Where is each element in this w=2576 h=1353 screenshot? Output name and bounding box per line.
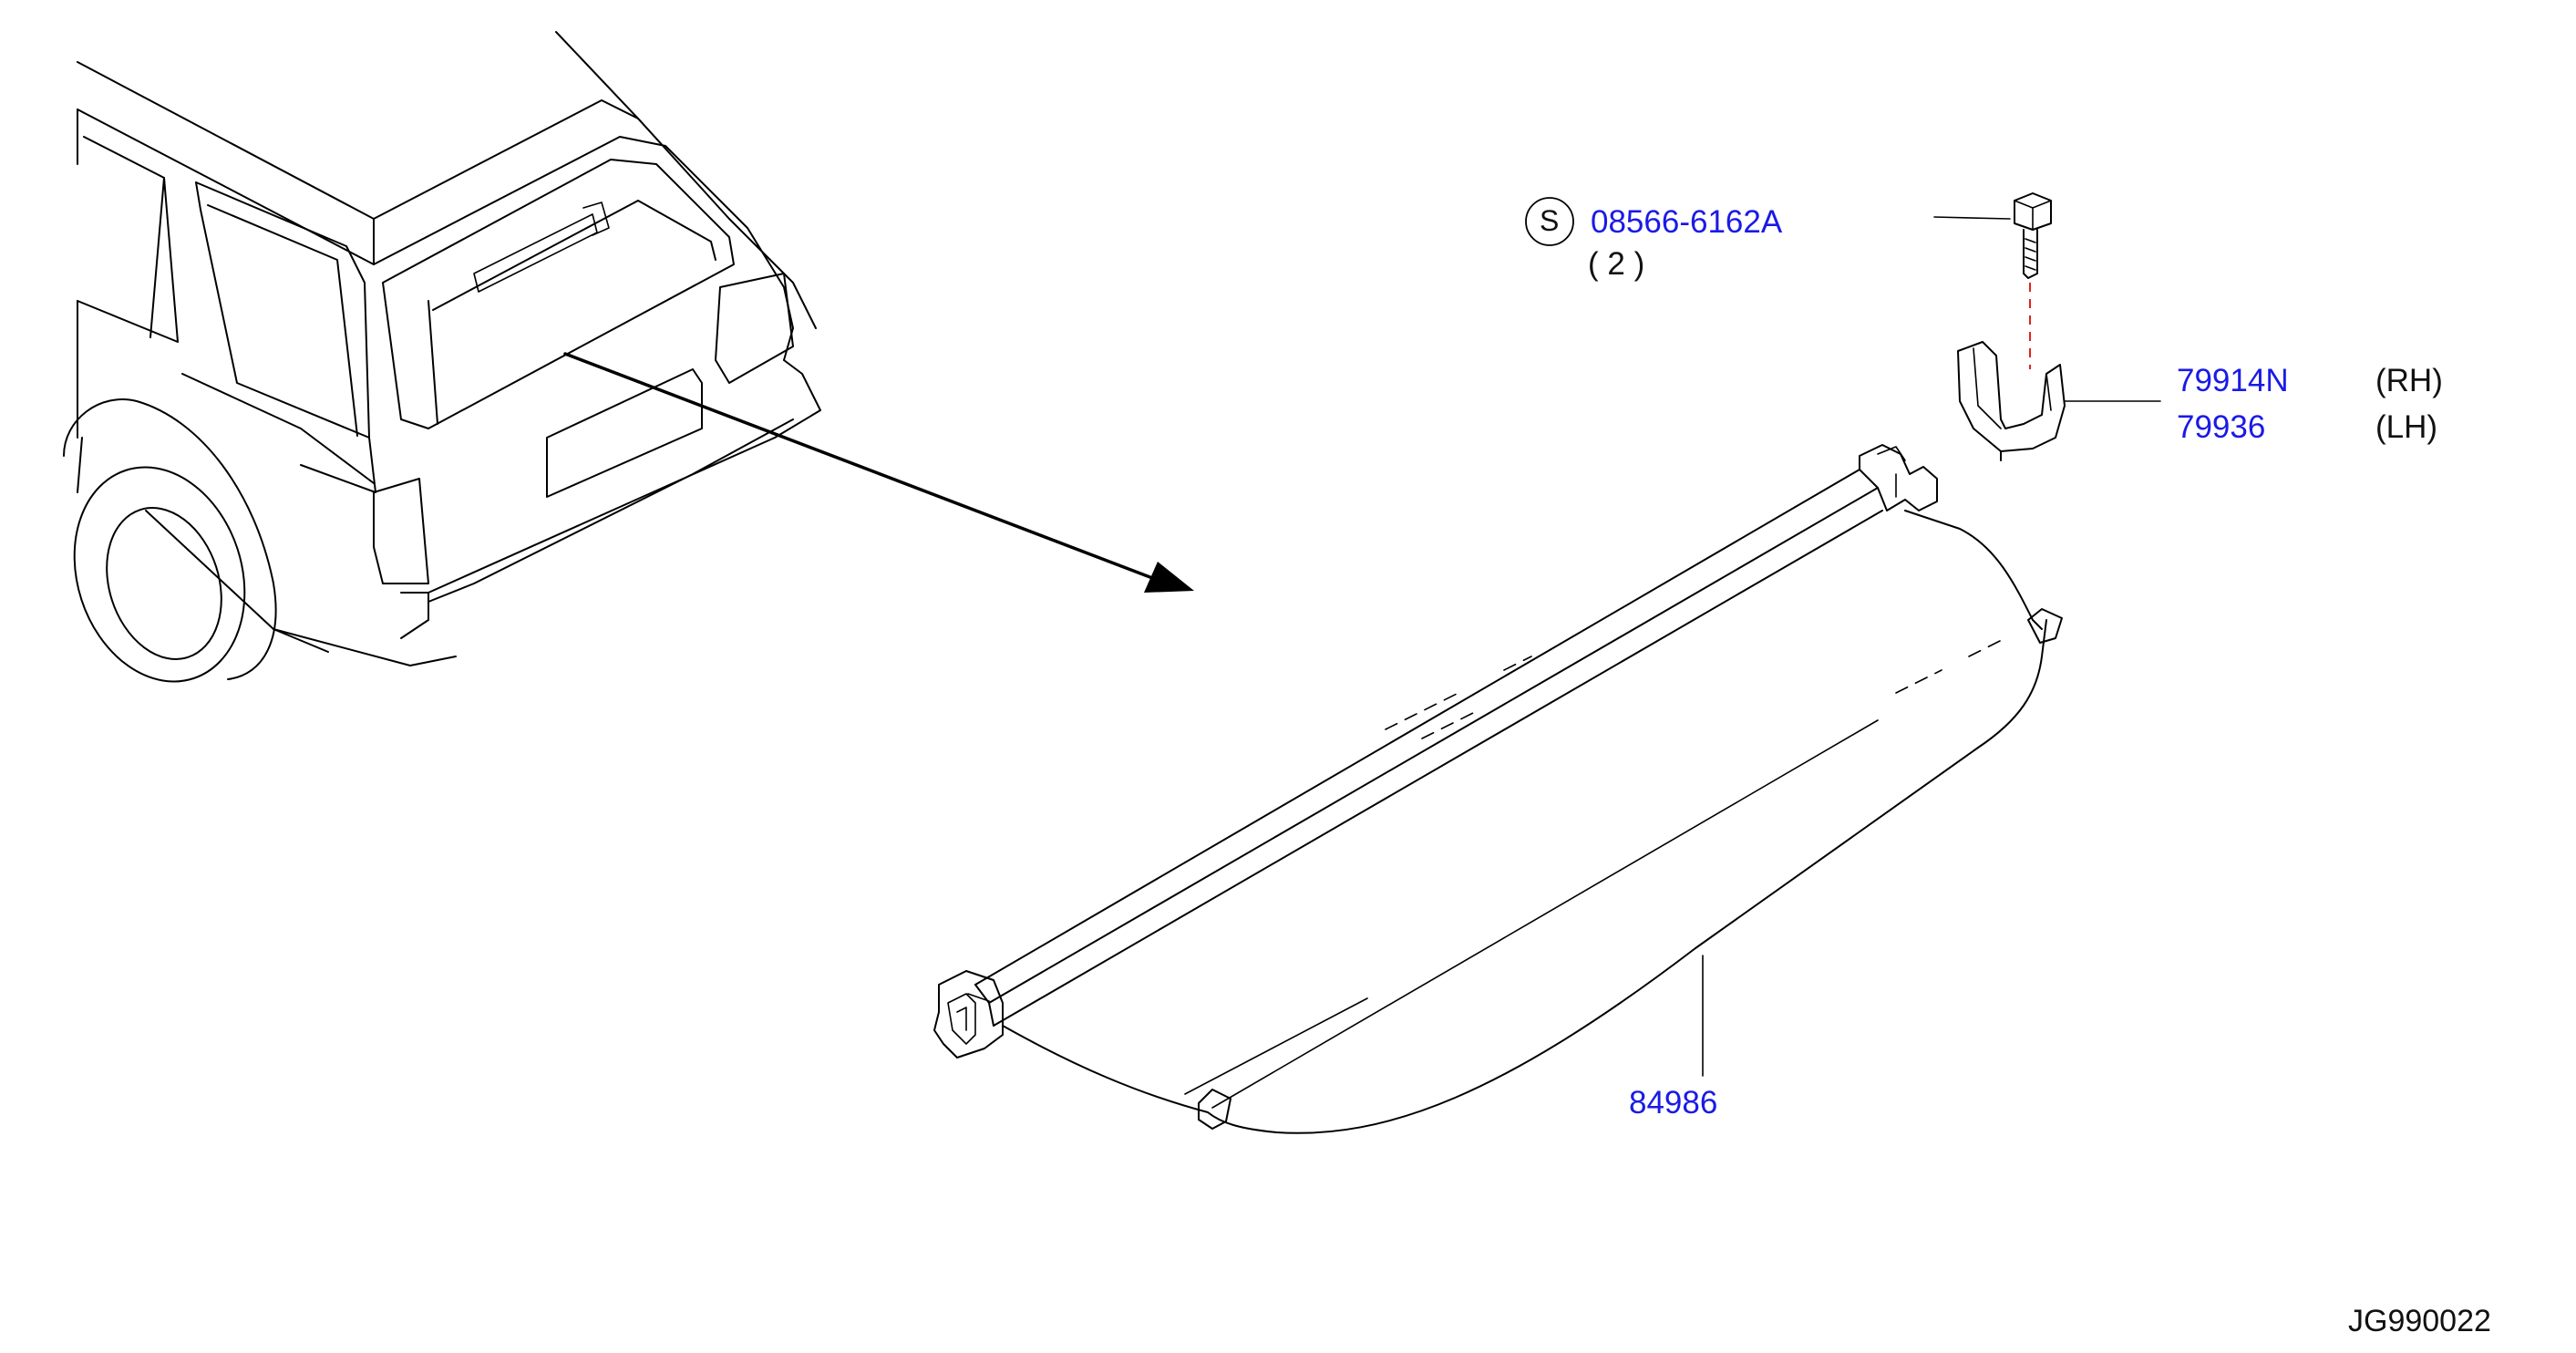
bolt-quantity: ( 2 ) — [1588, 246, 1645, 282]
bracket-lh-part-number[interactable]: 79936 — [2177, 409, 2266, 445]
standard-part-marker-label: S — [1540, 204, 1560, 237]
diagram-id: JG990022 — [2348, 1304, 2491, 1338]
bolt-part-number[interactable]: 08566-6162A — [1591, 204, 1783, 240]
standard-part-marker-circle — [1525, 197, 1574, 246]
bracket-lh-side: (LH) — [2375, 409, 2438, 445]
bolt-and-bracket — [1933, 192, 2161, 461]
vehicle-rear-illustration — [63, 31, 1194, 683]
cover-part-number[interactable]: 84986 — [1629, 1085, 1718, 1121]
tonneau-cover-assembly — [933, 444, 2063, 1134]
bracket-rh-side: (RH) — [2375, 363, 2443, 398]
bracket-rh-part-number[interactable]: 79914N — [2177, 363, 2289, 398]
